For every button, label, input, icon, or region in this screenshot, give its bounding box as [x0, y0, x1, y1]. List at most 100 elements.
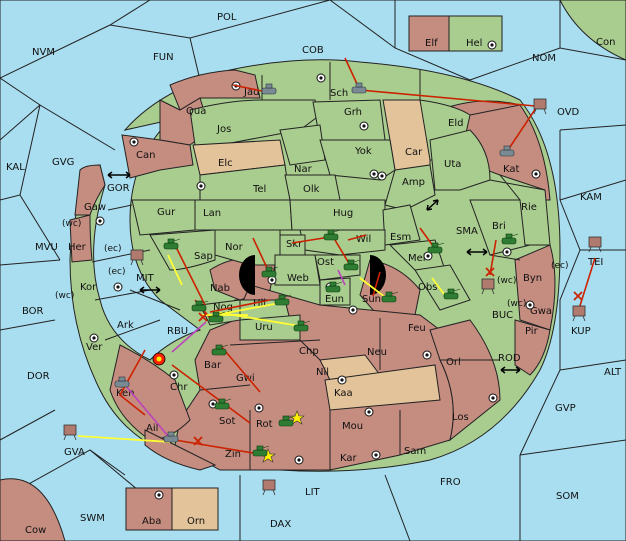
province-amp[interactable]: [384, 164, 436, 211]
army-unit-icon[interactable]: [252, 445, 270, 457]
province-her[interactable]: [69, 214, 93, 263]
support-arrow-icon: [359, 277, 386, 298]
province-label-bri: Bri: [492, 221, 506, 232]
supply-center-icon: [169, 370, 179, 380]
sea-label-kup: KUP: [571, 326, 591, 337]
sea-unit-icon[interactable]: [572, 305, 586, 322]
province-label-gwa: Gwa: [530, 306, 552, 317]
province-label-mel: Mel: [408, 253, 426, 264]
province-rie[interactable]: [498, 173, 551, 246]
province-label-sot: Sot: [219, 416, 235, 427]
province-elf[interactable]: [408, 15, 450, 52]
province-label-amp: Amp: [402, 177, 425, 188]
province-label-feu: Feu: [408, 323, 426, 334]
province-label-qua: Qua: [186, 106, 206, 117]
army-unit-icon[interactable]: [191, 300, 209, 312]
coast-notes: (wc) (ec) (ec) (wc) (wc) (wc) (ec): [55, 219, 569, 309]
sea-label-gva: GVA: [64, 447, 85, 458]
army-unit-icon[interactable]: [261, 266, 279, 278]
move-arrow-icon: [219, 344, 261, 393]
army-unit-icon[interactable]: [274, 294, 292, 306]
fleet-unit-icon[interactable]: [499, 145, 515, 157]
province-label-kaa: Kaa: [334, 388, 353, 399]
sea-label-nvm: NVM: [32, 47, 55, 58]
army-unit-icon[interactable]: [208, 311, 226, 323]
sea-label-bor: BOR: [22, 306, 44, 317]
province-label-nab: Nab: [210, 283, 230, 294]
province-label-byn: Byn: [523, 273, 542, 284]
supply-center-icon: [89, 333, 99, 343]
fleet-unit-icon[interactable]: [114, 376, 130, 388]
move-arrow-icon: [577, 257, 596, 313]
units: [63, 82, 602, 496]
sea-label-kal: KAL: [6, 162, 25, 173]
province-label-zin: Zin: [225, 449, 241, 460]
sea-unit-icon[interactable]: [262, 479, 276, 496]
sea-unit-icon[interactable]: [481, 278, 495, 295]
army-unit-icon[interactable]: [293, 320, 311, 332]
province-label-sam: Sam: [404, 446, 426, 457]
sea-unit-icon[interactable]: [63, 424, 77, 441]
province-sap[interactable]: [149, 229, 216, 271]
province-can[interactable]: [121, 134, 194, 179]
order-arrows: [77, 57, 596, 456]
province-label-pir: Pir: [525, 326, 539, 337]
army-unit-icon[interactable]: [343, 259, 361, 271]
army-unit-icon[interactable]: [443, 288, 461, 300]
province-orl[interactable]: [429, 319, 501, 442]
army-unit-icon[interactable]: [278, 415, 296, 427]
province-yok[interactable]: [319, 139, 396, 181]
army-unit-icon[interactable]: [427, 242, 445, 254]
province-label-orl: Orl: [446, 357, 461, 368]
army-unit-icon[interactable]: [214, 398, 232, 410]
canal-gor-icon: [107, 171, 131, 179]
province-label-can: Can: [136, 150, 155, 161]
fleet-unit-icon[interactable]: [261, 83, 277, 95]
move-arrow-icon: [118, 349, 146, 416]
province-label-kor: Kor: [80, 282, 97, 293]
province-label-elc: Elc: [218, 158, 233, 169]
sea-label-buc: BUC: [492, 310, 513, 321]
move-arrow-icon: [344, 57, 359, 87]
province-kaa[interactable]: [324, 364, 441, 411]
supply-center-icon: [487, 40, 497, 50]
supply-centers: [89, 40, 541, 500]
province-byn[interactable]: [514, 244, 556, 331]
province-ail[interactable]: [144, 429, 217, 471]
province-orn[interactable]: [171, 487, 219, 531]
coast-her-ec: (ec): [104, 244, 122, 254]
province-grh[interactable]: [312, 99, 386, 141]
province-gaw[interactable]: [74, 164, 106, 216]
army-unit-icon[interactable]: [211, 344, 229, 356]
army-unit-icon[interactable]: [163, 238, 181, 250]
fleet-unit-icon[interactable]: [351, 82, 367, 94]
province-pir[interactable]: [514, 319, 551, 376]
army-unit-icon[interactable]: [325, 281, 343, 293]
supply-center-icon: [294, 455, 304, 465]
sea-label-nom: NOM: [532, 53, 556, 64]
sea-unit-icon[interactable]: [588, 236, 602, 253]
support-arrow-icon: [77, 435, 171, 443]
province-jad[interactable]: [169, 69, 261, 111]
army-unit-icon[interactable]: [381, 291, 399, 303]
canal-sma-icon: [466, 248, 488, 256]
supply-center-icon: [95, 216, 105, 226]
province-label-kar: Kar: [340, 453, 358, 464]
sea-unit-icon[interactable]: [533, 98, 547, 115]
cross-icon: [485, 267, 495, 277]
province-label-hel: Hel: [466, 38, 482, 49]
move-arrow-icon: [489, 239, 497, 276]
supply-center-icon: [364, 407, 374, 417]
province-nar[interactable]: [279, 124, 326, 166]
province-uta[interactable]: [429, 129, 491, 191]
coast-byn-wc: (wc): [497, 276, 516, 286]
sea-label-alt: ALT: [604, 367, 622, 378]
sea-unit-icon[interactable]: [130, 249, 144, 266]
sea-label-lit: LIT: [305, 487, 321, 498]
province-label-nog: Nog: [213, 302, 233, 313]
supply-center-icon: [254, 403, 264, 413]
fleet-unit-icon[interactable]: [163, 431, 179, 443]
army-unit-icon[interactable]: [323, 229, 341, 241]
army-unit-icon[interactable]: [501, 233, 519, 245]
